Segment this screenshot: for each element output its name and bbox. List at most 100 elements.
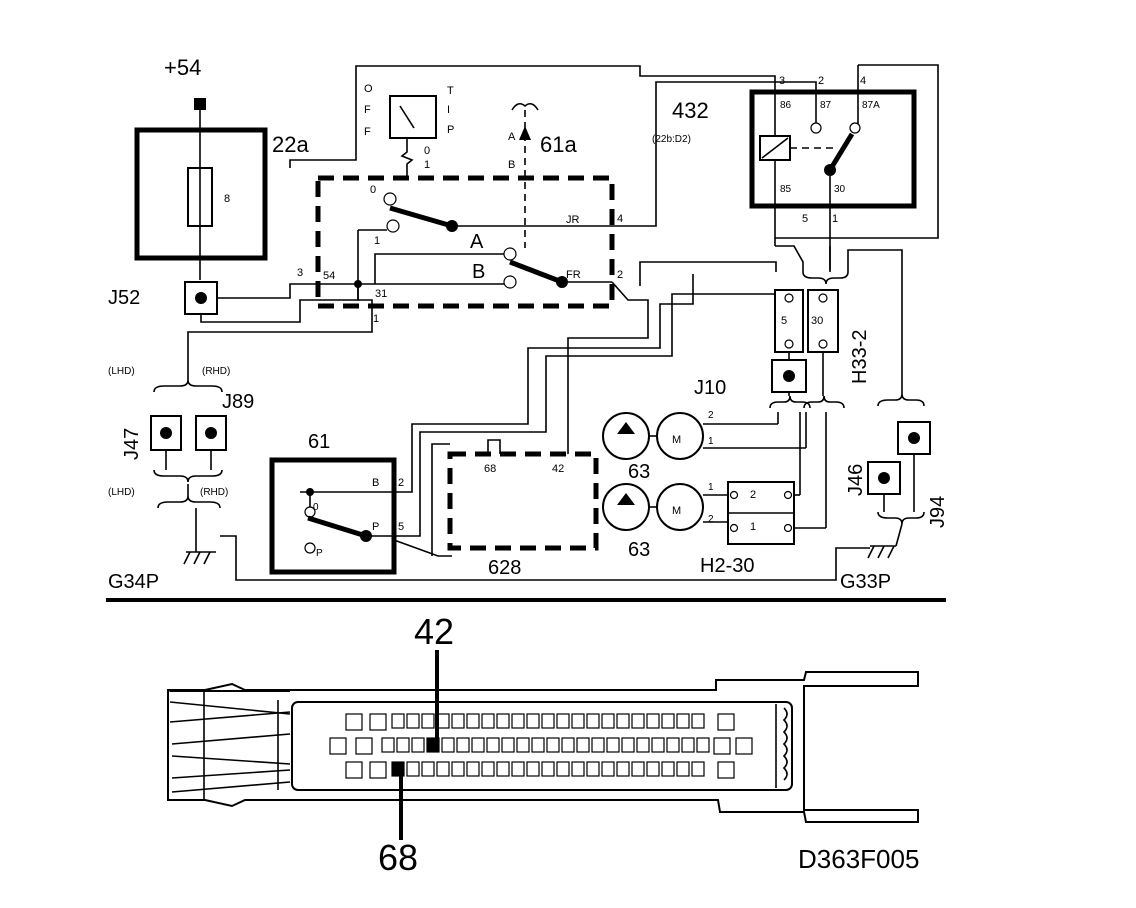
relay-label: 432: [672, 98, 709, 123]
connector-pin: [345, 761, 363, 779]
motor-upper-pin-2: 2: [708, 410, 714, 421]
connector-pin: [571, 761, 585, 777]
connector-pin: [661, 713, 675, 729]
connector-pin: [681, 737, 695, 753]
connector-pin: [696, 737, 710, 753]
fuse-number: 8: [224, 193, 230, 205]
connector-pin: [466, 761, 480, 777]
relay-ref: (22b:D2): [652, 134, 691, 145]
connector-pin: [691, 761, 705, 777]
relay-432: [749, 65, 917, 270]
connector-pin: [621, 737, 635, 753]
motor-upper-label: 63: [628, 461, 650, 483]
connector-pin: [646, 713, 660, 729]
connector-pin: [481, 761, 495, 777]
switch-61-pin-5: 5: [398, 521, 404, 533]
switch-61-zero: 0: [313, 502, 319, 513]
connector-pin: [451, 761, 465, 777]
cu-pin-68: 68: [484, 463, 496, 475]
connector-pin: [369, 761, 387, 779]
connector-pin: [646, 761, 660, 777]
ofs-f1: F: [364, 104, 371, 116]
connector-pin: [661, 761, 675, 777]
connector-pin: [561, 737, 575, 753]
connector-pin: [496, 761, 510, 777]
connector-pin: [616, 761, 630, 777]
switch-61-p: P: [372, 521, 379, 533]
g33p-label: G33P: [840, 571, 891, 593]
cu-pin-42: 42: [552, 463, 564, 475]
connector-pin: [666, 737, 680, 753]
switch-pin-a: A: [508, 131, 516, 143]
switch-pin-b: B: [508, 159, 515, 171]
tip-t: T: [447, 85, 454, 97]
ofs-f2: F: [364, 126, 371, 138]
connector-pin: [421, 713, 435, 729]
connector-pin: [717, 713, 735, 731]
motor-lower-pin-1: 1: [708, 482, 714, 493]
relay-pin-30: 30: [834, 184, 846, 195]
connector-pin: [369, 713, 387, 731]
connector-view: [167, 671, 919, 823]
connector-h2-30: [727, 412, 827, 545]
connector-pin: [496, 713, 510, 729]
motor-63-upper: [602, 412, 806, 460]
relay-pin-86: 86: [780, 100, 792, 111]
connector-pin: [441, 737, 455, 753]
h33-label: H33-2: [849, 330, 871, 384]
j46-label: J46: [845, 464, 867, 496]
connector-pin: [651, 737, 665, 753]
motor-lower-pin-2: 2: [708, 514, 714, 525]
connector-pin: [591, 737, 605, 753]
h33-pin-5: 5: [781, 315, 787, 327]
connector-pin: [411, 737, 425, 753]
relay-pin-85: 85: [780, 184, 792, 195]
fuse-box-22a: [134, 98, 268, 280]
connector-pin: [676, 761, 690, 777]
motor-upper-m: M: [672, 434, 681, 446]
switch-61-p-small: P: [316, 548, 323, 559]
j94-label: J94: [927, 496, 949, 528]
connector-pin: [406, 713, 420, 729]
drawing-number: D363F005: [798, 844, 919, 874]
connector-pin: [616, 713, 630, 729]
connector-pin: [436, 761, 450, 777]
switch-61a-label: 61a: [540, 132, 577, 157]
pin-68-callout: 68: [378, 837, 418, 878]
j89-label: J89: [222, 391, 254, 413]
j47-label: J47: [121, 428, 143, 460]
h2-label: H2-30: [700, 555, 754, 577]
g34p-label: G34P: [108, 571, 159, 593]
motor-lower-label: 63: [628, 539, 650, 561]
relay-term-2: 2: [818, 75, 824, 87]
cu-label: 628: [488, 557, 521, 579]
fr-label: FR: [566, 269, 581, 281]
pin-54: 54: [323, 270, 335, 282]
rhd-label-bottom: (RHD): [200, 487, 228, 498]
connector-pin: [735, 737, 753, 755]
connector-pin: [421, 761, 435, 777]
connector-pin: [466, 713, 480, 729]
switch-pin-0: 0: [370, 184, 376, 196]
connector-pin: [586, 713, 600, 729]
supply-label: +54: [164, 55, 201, 80]
connector-pin: [601, 713, 615, 729]
switch-pos-1: 1: [424, 159, 430, 171]
relay-term-3: 3: [779, 75, 785, 87]
connector-pin-grid: [329, 713, 753, 779]
ground-g33p: [867, 545, 896, 559]
connector-pin: [396, 737, 410, 753]
connector-pin: [676, 713, 690, 729]
pin-4: 4: [617, 213, 623, 225]
connector-pin: [541, 761, 555, 777]
ofs-o: O: [364, 83, 373, 95]
pin-3: 3: [297, 267, 303, 279]
connector-j52: [184, 281, 218, 315]
lhd-label-bottom: (LHD): [108, 487, 135, 498]
relay-term-4: 4: [860, 75, 866, 87]
connector-pin: [516, 737, 530, 753]
connector-pin: [486, 737, 500, 753]
connector-pin: [471, 737, 485, 753]
switch-pin-1: 1: [374, 235, 380, 247]
